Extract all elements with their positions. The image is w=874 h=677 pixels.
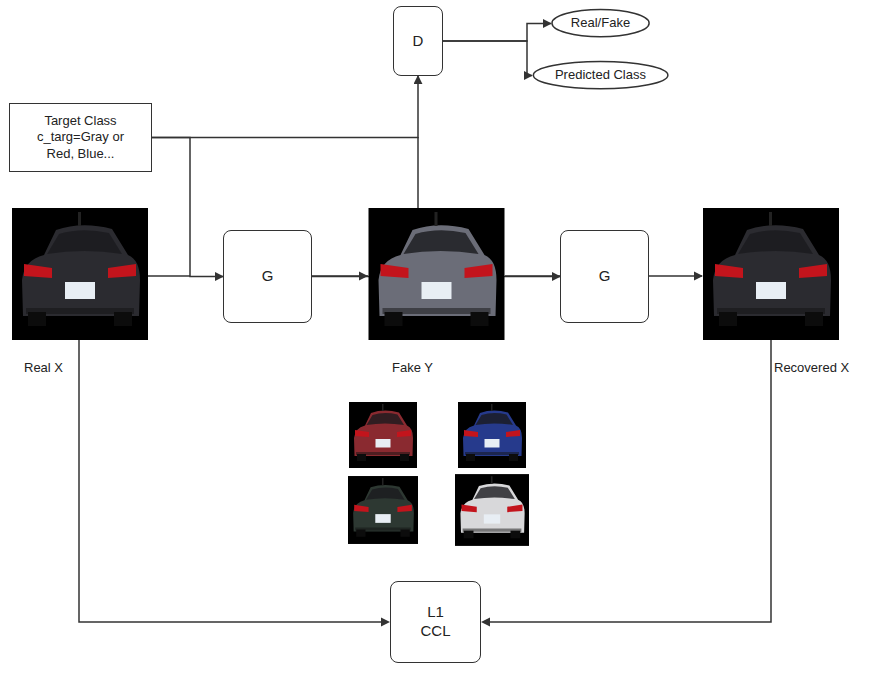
flow-line [79,137,771,622]
node-label: G [599,267,611,286]
node-text-group: D [413,32,424,51]
car-image [369,208,505,340]
target-class-box: Target Class c_targ=Gray or Red, Blue... [9,103,152,172]
discriminator-box: D [393,6,443,76]
connector-arrow [152,138,223,277]
connector-arrow [443,24,551,42]
car-image [703,208,839,340]
image-label: Recovered X [772,360,851,375]
node-label: G [262,267,274,286]
image-label: Real X [22,360,65,375]
node-text-group: L1 CCL [421,603,451,641]
image-label: Fake Y [390,360,435,375]
car-thumbnail [458,402,526,468]
generator-box: G [560,230,649,323]
car-thumbnail [455,474,529,546]
node-label: Real/Fake [571,15,630,31]
arrow-head [359,272,703,627]
connector-arrow [152,76,418,138]
node-label: L1 CCL [421,603,451,641]
connector-arrow [443,41,532,76]
node-text-group: G [599,267,611,286]
generator-box: G [223,230,312,323]
car-thumbnail [348,476,418,544]
loss-box: L1 CCL [390,581,481,663]
output-ellipse: Real/Fake [551,9,650,37]
car-image [12,208,148,340]
node-label: Target Class c_targ=Gray or Red, Blue... [33,113,129,162]
node-label: D [413,32,424,51]
node-text-group: Predicted Class [555,67,646,83]
node-text-group: Target Class c_targ=Gray or Red, Blue... [33,113,129,162]
car-thumbnail [349,402,417,468]
node-text-group: Real/Fake [571,15,630,31]
output-ellipse: Predicted Class [532,61,669,89]
node-label: Predicted Class [555,67,646,83]
node-text-group: G [262,267,274,286]
